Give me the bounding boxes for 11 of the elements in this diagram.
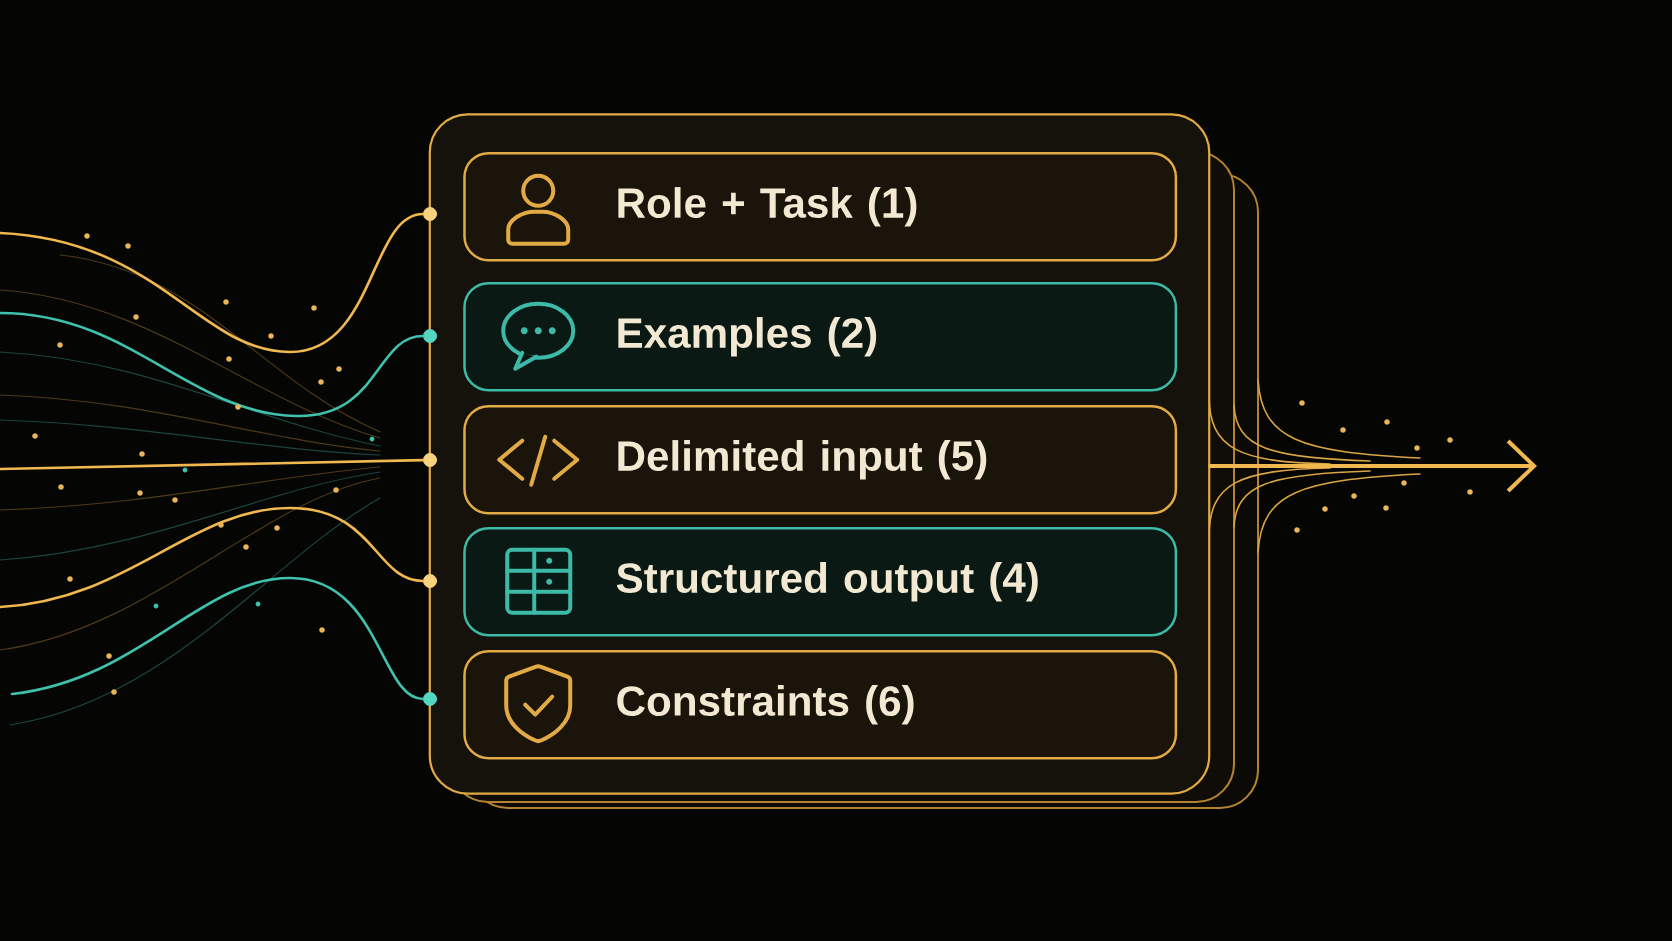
connector-line: [0, 212, 425, 354]
connector-line: [0, 311, 425, 418]
list-item-box: Role + Task (1): [463, 151, 1178, 262]
list-item-box: Delimited input (5): [463, 404, 1178, 515]
arrow: [1208, 439, 1537, 493]
connector-line: [0, 506, 425, 609]
list-item-box: Structured output (4): [463, 526, 1178, 637]
list-item-box: Constraints (6): [463, 649, 1178, 760]
connector-line: [0, 458, 425, 471]
list-item-box: Examples (2): [463, 281, 1178, 392]
connector-line: [10, 576, 425, 701]
